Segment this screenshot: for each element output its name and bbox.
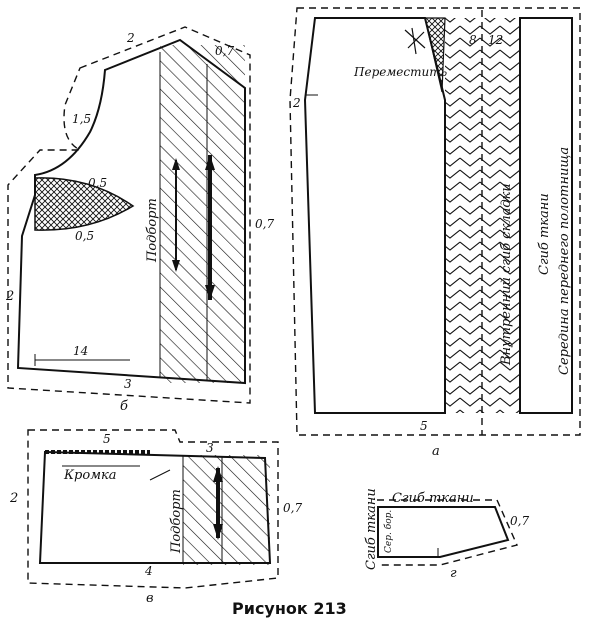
panel-a-dim-12: 12 [488, 33, 503, 47]
panel-v-dim-3: 3 [206, 441, 214, 455]
panel-g-letter: г [450, 566, 457, 581]
panel-a-move-mark [404, 27, 426, 55]
panel-v-letter: в [146, 591, 154, 606]
figure-caption: Рисунок 213 [232, 599, 347, 618]
panel-a-letter: а [432, 444, 440, 459]
panel-b-grain-arrows [172, 155, 215, 300]
panel-v-facing-hatch [183, 455, 270, 565]
panel-v-facing-label: Подборт [169, 489, 184, 554]
panel-g-mid-label: Сер. бор. [383, 510, 394, 553]
panel-b-facing-label: Подборт [145, 198, 160, 263]
panel-v-edge-label: Кромка [63, 468, 117, 483]
panel-a-fold-label: Сгиб ткани [537, 193, 552, 275]
panel-a: Переместить 8 12 2 Внутренний сгиб склад… [289, 7, 581, 459]
panel-b-dart [34, 177, 135, 231]
panel-g-outline [377, 506, 510, 558]
panel-a-dim-2: 2 [292, 96, 301, 110]
panel-b-dim-07-top: 0,7 [215, 44, 234, 58]
panel-g-fold-top: Сгиб ткани [392, 491, 474, 506]
panel-v: 5 3 Кромка 2 Подборт 0,7 4 в [9, 429, 302, 606]
panel-b-dim-3: 3 [124, 377, 132, 391]
panel-b: Подборт 2 0,7 1,5 0,5 0,5 0,7 2 14 3 б [5, 26, 274, 414]
panel-b-dim-2-top: 2 [126, 31, 135, 45]
panel-b-dim-07-side: 0,7 [255, 217, 274, 231]
panel-a-center-panel [519, 17, 573, 414]
panel-b-dim-14: 14 [73, 344, 88, 358]
panel-a-pleat-label: Внутренний сгиб складки [499, 183, 514, 366]
panel-a-center-label: Середина переднего полотнища [557, 147, 572, 375]
panel-b-seam-allowance [7, 26, 251, 404]
panel-a-dim-5: 5 [420, 419, 428, 433]
panel-a-dim-8: 8 [469, 33, 477, 47]
panel-v-dim-4: 4 [144, 564, 153, 578]
panel-b-dim-2-side: 2 [5, 289, 14, 304]
panel-b-dim-05-b: 0,5 [75, 229, 94, 243]
panel-v-grain-arrow [213, 466, 223, 540]
panel-g-fold-left: Сгиб ткани [364, 488, 379, 570]
panel-v-dim-2: 2 [9, 491, 18, 506]
panel-a-move-wedge [424, 17, 446, 93]
panel-g: Сгиб ткани Сгиб ткани Сер. бор. 0,7 г [364, 488, 529, 581]
panel-a-move-label: Переместить [353, 65, 447, 79]
panel-v-outline [38, 450, 272, 564]
panel-v-dim-5: 5 [103, 432, 111, 446]
panel-b-outline [16, 38, 246, 385]
panel-v-edge-leader [149, 469, 171, 481]
panel-g-seam-allowance [377, 499, 518, 566]
panel-b-facing-hatch [160, 45, 245, 383]
panel-v-dim-07: 0,7 [283, 501, 302, 515]
panel-b-dim-15: 1,5 [72, 112, 91, 126]
panel-v-seam-allowance [27, 429, 279, 589]
panel-b-letter: б [120, 399, 128, 414]
panel-g-dim-07: 0,7 [510, 514, 529, 528]
panel-b-dim-05-a: 0,5 [88, 176, 107, 190]
